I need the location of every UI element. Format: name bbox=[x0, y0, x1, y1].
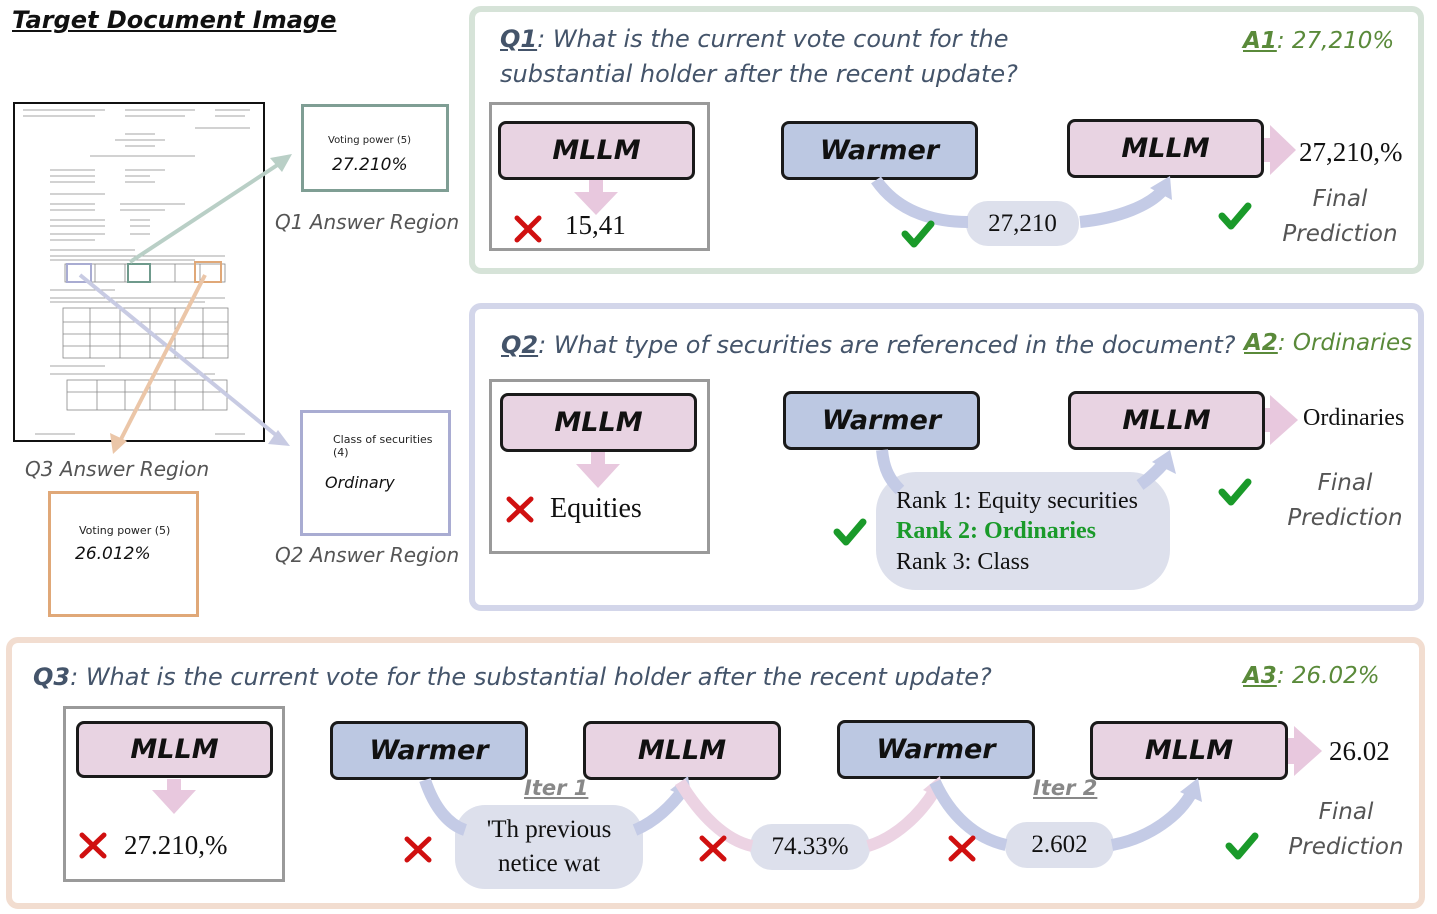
q1-warmer: Warmer bbox=[781, 121, 978, 180]
q2-answer-value: Ordinaries bbox=[1292, 330, 1413, 356]
document-sketch bbox=[23, 109, 250, 435]
q3-iter-1: Iter 1 bbox=[524, 776, 589, 800]
q3-iter-2: Iter 2 bbox=[1033, 776, 1098, 800]
q2-warmer: Warmer bbox=[783, 391, 980, 450]
q3-output-3: 2.602 bbox=[1005, 822, 1114, 868]
q1-final-output: 27,210,% bbox=[1299, 137, 1403, 167]
q3-output-1: 'Th previous netice wat bbox=[455, 805, 643, 889]
q3-output-1-line2: netice wat bbox=[497, 850, 601, 877]
q1-baseline-output: 15,41 bbox=[565, 210, 626, 240]
q1-answer-value: 27,210% bbox=[1291, 28, 1395, 54]
q3-crop-header: Voting power (5) bbox=[79, 524, 171, 537]
q2-baseline-mllm: MLLM bbox=[500, 393, 697, 452]
q3-output-2: 74.33% bbox=[750, 824, 870, 870]
q3-final-label: Final Prediction bbox=[1281, 795, 1411, 865]
q2-crop-value: Ordinary bbox=[325, 473, 395, 492]
q1-answer-label: A1 bbox=[1243, 28, 1277, 54]
q1-question-text: What is the current vote count for the s… bbox=[500, 25, 1018, 88]
q1-warmer-output: 27,210 bbox=[966, 201, 1079, 246]
q2-final-label-1: Final bbox=[1317, 470, 1373, 496]
q2-baseline-box bbox=[489, 379, 710, 554]
q1-label: Q1 bbox=[500, 25, 538, 53]
q2-rank-3: Rank 3: Class bbox=[896, 549, 1030, 575]
q3-mllm-1: MLLM bbox=[583, 721, 781, 780]
q1-answer-region: Voting power (5) 27.210% bbox=[301, 104, 449, 192]
q2-rank-2: Rank 2: Ordinaries bbox=[896, 518, 1097, 544]
q2-label: Q2 bbox=[501, 331, 539, 359]
q3-baseline-mllm: MLLM bbox=[76, 721, 273, 778]
q2-crop-header: Class of securities (4) bbox=[333, 433, 433, 459]
q1-final-label-1: Final bbox=[1312, 186, 1368, 212]
q3-warmer-2: Warmer bbox=[837, 720, 1035, 779]
q3-mllm-2: MLLM bbox=[1090, 721, 1288, 780]
q2-answer: A2: Ordinaries bbox=[1244, 330, 1413, 356]
q2-answer-region: Class of securities (4) Ordinary bbox=[300, 410, 451, 536]
q1-final-label-2: Prediction bbox=[1282, 221, 1398, 247]
q3-crop-value: 26.012% bbox=[75, 544, 151, 564]
q2-final-label-2: Prediction bbox=[1287, 505, 1403, 531]
q1-baseline-mllm: MLLM bbox=[498, 121, 695, 180]
q3-answer-region: Voting power (5) 26.012% bbox=[48, 491, 199, 617]
q2-region-label: Q2 Answer Region bbox=[275, 543, 460, 567]
q3-final-output: 26.02 bbox=[1329, 736, 1390, 766]
q2-answer-label: A2 bbox=[1244, 330, 1278, 356]
q2-baseline-output: Equities bbox=[550, 493, 642, 524]
q1-crop-header: Voting power (5) bbox=[328, 135, 411, 146]
q2-rank-bubble bbox=[876, 472, 1170, 590]
q2-final-output: Ordinaries bbox=[1303, 405, 1405, 431]
q3-question-text: What is the current vote for the substan… bbox=[85, 663, 992, 691]
q3-answer-value: 26.02% bbox=[1291, 663, 1380, 689]
q3-output-1-line1: 'Th previous bbox=[486, 816, 612, 843]
q3-warmer-1: Warmer bbox=[330, 721, 528, 780]
left-title: Target Document Image bbox=[12, 6, 337, 34]
q2-mllm: MLLM bbox=[1068, 391, 1265, 450]
q3-final-label-2: Prediction bbox=[1288, 834, 1404, 860]
q2-rank-1: Rank 1: Equity securities bbox=[896, 488, 1138, 514]
q3-answer: A3: 26.02% bbox=[1243, 663, 1380, 689]
q2-question: Q2: What type of securities are referenc… bbox=[501, 331, 1236, 359]
q3-question: Q3: What is the current vote for the sub… bbox=[33, 663, 992, 691]
q3-region-label: Q3 Answer Region bbox=[25, 457, 210, 481]
q2-question-text: What type of securities are referenced i… bbox=[553, 331, 1236, 359]
q1-final-label: Final Prediction bbox=[1275, 182, 1405, 252]
q1-region-label: Q1 Answer Region bbox=[275, 210, 460, 234]
q1-baseline-box bbox=[489, 102, 710, 251]
q1-question: Q1: What is the current vote count for t… bbox=[500, 25, 1018, 88]
q3-final-label-1: Final bbox=[1318, 799, 1374, 825]
q3-answer-label: A3 bbox=[1243, 663, 1277, 689]
q2-final-label: Final Prediction bbox=[1280, 466, 1410, 536]
q1-crop-value: 27.210% bbox=[332, 155, 408, 175]
q3-label: Q3 bbox=[33, 663, 71, 691]
q1-answer: A1: 27,210% bbox=[1243, 28, 1395, 54]
q1-mllm: MLLM bbox=[1067, 119, 1264, 178]
document-thumbnail bbox=[13, 102, 265, 442]
q3-baseline-output: 27.210,% bbox=[124, 830, 228, 860]
q3-baseline-box bbox=[63, 706, 285, 882]
